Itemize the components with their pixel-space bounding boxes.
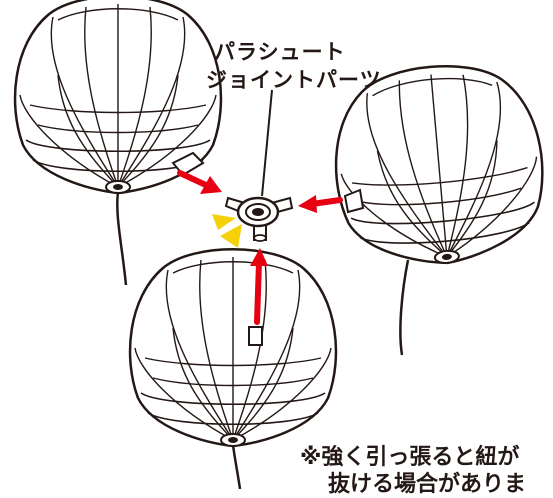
push-arrow-right-icon xyxy=(298,195,343,213)
three-way-joint-icon xyxy=(224,196,294,242)
connector-tip-bottom xyxy=(248,326,263,346)
connector-tip-right xyxy=(343,188,365,214)
warning-note-line2: 抜ける場合がありま xyxy=(328,472,527,497)
cord-right xyxy=(399,259,410,356)
parachute-canopy-top-left xyxy=(13,0,223,195)
parachute-canopy-bottom xyxy=(128,248,338,448)
push-arrow-left-icon xyxy=(177,170,222,194)
part-name-line2: ジョイントパーツ xyxy=(206,68,382,92)
part-name-line1: パラシュート xyxy=(214,40,346,64)
push-arrow-bottom-icon xyxy=(250,248,268,325)
label-leader-line xyxy=(261,89,273,197)
cord-top-left xyxy=(116,191,128,286)
cord-bottom xyxy=(231,444,242,489)
click-spark-icon xyxy=(212,214,242,248)
warning-note-line1: ※強く引っ張ると紐が xyxy=(300,445,520,470)
